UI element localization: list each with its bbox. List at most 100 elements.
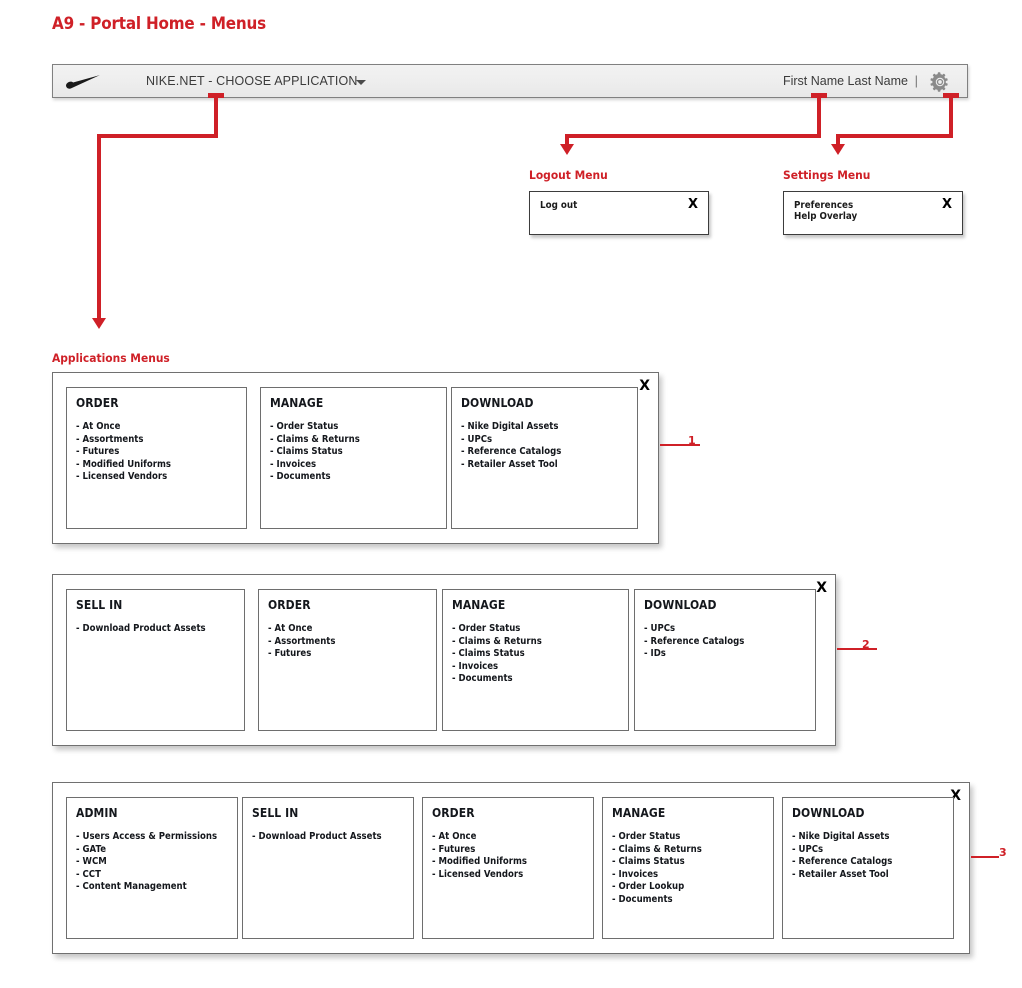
list-item[interactable]: - IDs: [644, 648, 666, 660]
list-item[interactable]: - WCM: [76, 856, 107, 868]
list-item[interactable]: - At Once: [76, 421, 121, 432]
list-item[interactable]: - Claims Status: [612, 856, 685, 868]
callout-leader-2: [837, 648, 877, 650]
list-item[interactable]: - Documents: [270, 471, 331, 483]
page-title: A9 - Portal Home - Menus: [52, 14, 266, 33]
list-item[interactable]: - Order Status: [452, 623, 521, 634]
list-item[interactable]: - Nike Digital Assets: [792, 831, 890, 842]
close-icon[interactable]: X: [950, 788, 961, 804]
settings-menu-box: Preferences Help Overlay X: [783, 191, 963, 235]
menu-item-help-overlay[interactable]: Help Overlay: [794, 211, 858, 222]
list-item[interactable]: - Documents: [612, 893, 673, 905]
list-item[interactable]: - Retailer Asset Tool: [461, 458, 558, 470]
menu-column-order: ORDER - At Once - Futures - Modified Uni…: [422, 797, 594, 939]
list-item[interactable]: - CCT: [76, 868, 101, 880]
close-icon[interactable]: X: [639, 378, 650, 394]
column-items: - At Once - Futures - Modified Uniforms …: [432, 831, 538, 881]
connector-app-v1: [214, 96, 218, 138]
menu-column-sell-in: SELL IN - Download Product Assets: [66, 589, 245, 731]
column-title: MANAGE: [270, 396, 324, 410]
list-item[interactable]: - Order Status: [612, 831, 681, 842]
menu-column-sell-in: SELL IN - Download Product Assets: [242, 797, 414, 939]
applications-panel-2: X SELL IN - Download Product Assets ORDE…: [52, 574, 836, 746]
list-item[interactable]: - Modified Uniforms: [76, 458, 171, 470]
list-item[interactable]: - Claims & Returns: [612, 843, 702, 855]
column-title: DOWNLOAD: [461, 396, 534, 410]
chevron-down-icon[interactable]: [356, 80, 366, 85]
column-title: ORDER: [432, 806, 475, 820]
column-items: - UPCs - Reference Catalogs - IDs: [644, 623, 755, 661]
connector-settings-h: [836, 134, 953, 138]
list-item[interactable]: - Reference Catalogs: [792, 856, 893, 868]
list-item[interactable]: - Invoices: [270, 458, 317, 470]
close-icon[interactable]: X: [816, 580, 827, 596]
connector-settings-arrow: [831, 144, 845, 155]
list-item[interactable]: - UPCs: [792, 843, 824, 855]
connector-app-v2: [97, 134, 101, 320]
list-item[interactable]: - At Once: [268, 623, 313, 634]
menu-column-download: DOWNLOAD - Nike Digital Assets - UPCs - …: [451, 387, 638, 529]
nav-user-name[interactable]: First Name Last Name: [782, 74, 908, 88]
list-item[interactable]: - Claims Status: [270, 446, 343, 458]
list-item[interactable]: - Nike Digital Assets: [461, 421, 559, 432]
menu-column-admin: ADMIN - Users Access & Permissions - GAT…: [66, 797, 238, 939]
nav-separator: |: [914, 73, 918, 88]
applications-panel-1: X ORDER - At Once - Assortments - Future…: [52, 372, 659, 544]
list-item[interactable]: - UPCs: [644, 623, 676, 634]
list-item[interactable]: - Users Access & Permissions: [76, 831, 218, 842]
list-item[interactable]: - Order Status: [270, 421, 339, 432]
menu-item-log-out[interactable]: Log out: [540, 200, 578, 211]
column-items: - Users Access & Permissions - GATe - WC…: [76, 831, 233, 894]
list-item[interactable]: - Download Product Assets: [76, 623, 206, 634]
connector-logout-v2: [565, 134, 569, 146]
list-item[interactable]: - Content Management: [76, 881, 187, 893]
menu-column-order: ORDER - At Once - Assortments - Futures: [258, 589, 437, 731]
nav-app-label[interactable]: NIKE.NET - CHOOSE APPLICATION: [146, 74, 358, 88]
list-item[interactable]: - Assortments: [268, 635, 336, 647]
list-item[interactable]: - Reference Catalogs: [644, 635, 745, 647]
column-items: - Download Product Assets: [76, 623, 220, 636]
list-item[interactable]: - At Once: [432, 831, 477, 842]
menu-column-manage: MANAGE - Order Status - Claims & Returns…: [260, 387, 447, 529]
list-item[interactable]: - Futures: [432, 843, 476, 855]
list-item[interactable]: - UPCs: [461, 433, 493, 445]
list-item[interactable]: - Licensed Vendors: [432, 868, 524, 880]
logout-menu-box: Log out X: [529, 191, 709, 235]
list-item[interactable]: - Licensed Vendors: [76, 471, 168, 483]
connector-app-h: [97, 134, 218, 138]
list-item[interactable]: - Claims & Returns: [452, 635, 542, 647]
menu-column-download: DOWNLOAD - Nike Digital Assets - UPCs - …: [782, 797, 954, 939]
menu-column-manage: MANAGE - Order Status - Claims & Returns…: [442, 589, 629, 731]
list-item[interactable]: - Assortments: [76, 433, 144, 445]
callout-number-2: 2: [862, 638, 870, 651]
list-item[interactable]: - Download Product Assets: [252, 831, 382, 842]
list-item[interactable]: - Invoices: [452, 660, 499, 672]
column-title: ORDER: [268, 598, 311, 612]
column-title: SELL IN: [252, 806, 299, 820]
list-item[interactable]: - Futures: [76, 446, 120, 458]
column-title: DOWNLOAD: [644, 598, 717, 612]
applications-panel-3: X ADMIN - Users Access & Permissions - G…: [52, 782, 970, 954]
logout-menu-label: Logout Menu: [529, 168, 608, 182]
gear-icon[interactable]: [930, 72, 950, 92]
list-item[interactable]: - Documents: [452, 673, 513, 685]
list-item[interactable]: - Order Lookup: [612, 881, 685, 893]
list-item[interactable]: - Futures: [268, 648, 312, 660]
menu-column-manage: MANAGE - Order Status - Claims & Returns…: [602, 797, 774, 939]
nike-swoosh-logo: [66, 75, 100, 89]
column-items: - At Once - Assortments - Futures - Modi…: [76, 421, 182, 484]
column-title: MANAGE: [452, 598, 506, 612]
close-icon[interactable]: X: [687, 197, 698, 212]
menu-item-preferences[interactable]: Preferences: [794, 200, 854, 211]
close-icon[interactable]: X: [941, 197, 952, 212]
list-item[interactable]: - Retailer Asset Tool: [792, 868, 889, 880]
connector-app-arrow: [92, 318, 106, 329]
list-item[interactable]: - Modified Uniforms: [432, 856, 527, 868]
list-item[interactable]: - Claims & Returns: [270, 433, 360, 445]
list-item[interactable]: - Reference Catalogs: [461, 446, 562, 458]
column-items: - Download Product Assets: [252, 831, 396, 844]
list-item[interactable]: - Claims Status: [452, 648, 525, 660]
list-item[interactable]: - Invoices: [612, 868, 659, 880]
connector-stub-logout: [811, 93, 827, 98]
list-item[interactable]: - GATe: [76, 843, 106, 855]
